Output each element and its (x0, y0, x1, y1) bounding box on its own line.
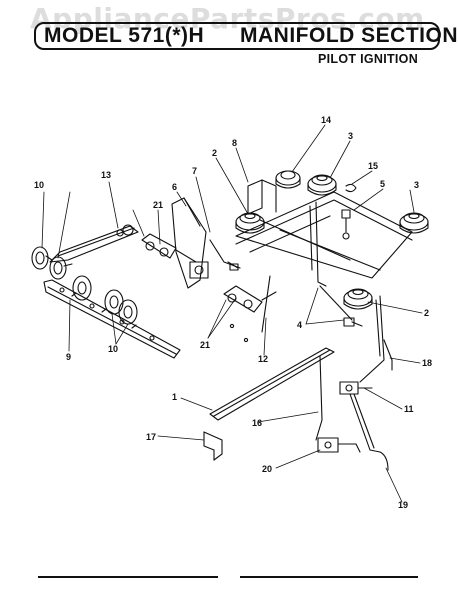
callout-14: 14 (321, 115, 331, 125)
burner-lower (343, 288, 373, 327)
callout-10-lower: 10 (108, 344, 118, 354)
callout-6: 6 (172, 182, 177, 192)
callout-15: 15 (368, 161, 378, 171)
callout-8: 8 (232, 138, 237, 148)
capillary-tube (349, 339, 393, 471)
callout-18: 18 (422, 358, 432, 368)
burner-front-right (399, 212, 429, 234)
callout-16: 16 (252, 418, 262, 428)
callout-3-right: 3 (414, 180, 419, 190)
burner-frame (235, 191, 413, 279)
callout-5: 5 (380, 179, 385, 189)
manifold-pipe-upper (49, 224, 139, 263)
callout-21-lower: 21 (200, 340, 210, 350)
callout-10-upper: 10 (34, 180, 44, 190)
callout-7: 7 (192, 166, 197, 176)
callout-20: 20 (262, 464, 272, 474)
callout-1: 1 (172, 392, 177, 402)
callout-4: 4 (297, 320, 302, 330)
burner-rear-left (275, 170, 301, 189)
pilot-valve-lower (223, 285, 277, 343)
pilot-valve-upper (141, 233, 197, 263)
leader-lines (41, 124, 423, 503)
watermark: AppliancePartsPros.com (30, 2, 425, 35)
burner-rear-right (307, 174, 337, 196)
clip (345, 183, 357, 193)
bracket (247, 179, 277, 215)
support-rod (209, 347, 335, 441)
regulator (171, 197, 209, 289)
safety-valve (339, 381, 373, 395)
callout-9: 9 (66, 352, 71, 362)
callout-11: 11 (404, 404, 414, 414)
mounting-bracket (203, 431, 223, 461)
callout-2-left: 2 (212, 148, 217, 158)
model-label: MODEL 571(*)H (44, 24, 205, 47)
valve-knobs-upper (31, 246, 73, 280)
callout-numbers: 10 13 21 6 7 2 8 14 3 15 5 3 2 4 18 11 1… (34, 115, 432, 510)
header-frame (34, 22, 440, 50)
footer-rule-right (240, 576, 418, 578)
section-subtitle: PILOT IGNITION (318, 52, 419, 66)
pilot-line (261, 275, 271, 333)
pilot-tube-lines (309, 201, 385, 383)
callout-2-right: 2 (424, 308, 429, 318)
burner-front-left (235, 212, 265, 234)
orifice-hood (341, 209, 351, 240)
section-title: MANIFOLD SECTION (240, 24, 458, 47)
callout-17: 17 (146, 432, 156, 442)
thermostat-control (317, 437, 361, 453)
pilot-tube (209, 239, 241, 271)
callout-21-upper: 21 (153, 200, 163, 210)
callout-12: 12 (258, 354, 268, 364)
callout-19: 19 (398, 500, 408, 510)
footer-rule-left (38, 576, 218, 578)
callout-3-rear: 3 (348, 131, 353, 141)
callout-13: 13 (101, 170, 111, 180)
